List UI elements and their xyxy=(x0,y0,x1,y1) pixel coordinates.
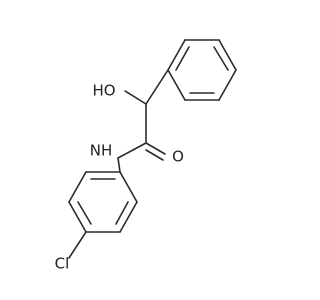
hydroxyl-label: HO xyxy=(92,82,115,100)
phenyl-ring xyxy=(167,39,237,101)
aromatic-inner-bond xyxy=(213,46,229,71)
aromatic-inner-bond xyxy=(175,46,190,71)
chlorine-label: Cl xyxy=(55,255,70,273)
carbonyl-oxygen-label: O xyxy=(172,148,184,166)
amide-nitrogen-label: NH xyxy=(90,142,113,160)
bond-carbonyl-nitrogen xyxy=(117,142,147,159)
bond-carbonyl-double-inner xyxy=(145,149,164,161)
bond-alpha-carbon-hydroxyl xyxy=(124,90,147,105)
bond-ph4-ph5 xyxy=(218,69,237,101)
bond-carbonyl-double-outer xyxy=(145,142,166,155)
bond-ph3-ph4 xyxy=(218,39,237,71)
aromatic-inner-bond xyxy=(115,201,129,225)
bond-ph1-ph2 xyxy=(167,39,186,71)
chlorophenyl-ring xyxy=(68,171,138,233)
bond-ar2-ar3 xyxy=(119,201,138,233)
bond-ar5-ar6 xyxy=(68,171,87,203)
bond-ph6-ph1 xyxy=(167,69,186,101)
bond-ar1-ar2 xyxy=(119,171,138,203)
bond-ar4-ar5 xyxy=(68,201,87,233)
bond-alpha-carbon-phenyl xyxy=(145,69,169,105)
bond-nitrogen-aryl xyxy=(117,157,121,173)
aromatic-inner-bond xyxy=(77,201,92,225)
chemical-structure-diagram: HO O NH Cl xyxy=(55,39,237,273)
bond-aryl-chlorine xyxy=(68,231,87,259)
